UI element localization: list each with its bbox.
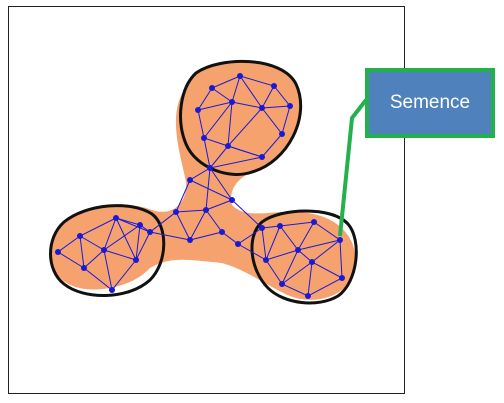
mesh-node [305,293,311,299]
mesh-node [311,219,317,225]
mesh-node [287,103,293,109]
mesh-node [203,207,209,213]
mesh-nodes [55,73,345,299]
mesh-node [277,223,283,229]
mesh-node [147,229,153,235]
mesh-node [109,287,115,293]
mesh-node [81,265,87,271]
mesh-node [229,99,235,105]
mesh-node [271,83,277,89]
mesh-node [55,249,61,255]
mesh-node [201,135,207,141]
mesh-node [209,85,215,91]
mesh-node [237,73,243,79]
mesh-node [77,233,83,239]
mesh-node [101,247,107,253]
mesh-node [229,197,235,203]
mesh-node [195,107,201,113]
semence-callout: Semence [365,68,495,138]
mesh-node [339,275,345,281]
mesh-node [187,237,193,243]
right-lobe-outline [250,209,358,305]
mesh-node [259,154,265,160]
mesh-node [309,259,315,265]
mesh-node [207,165,213,171]
mesh-node [295,247,301,253]
callout-label: Semence [389,92,471,113]
mesh-node [133,257,139,263]
left-lobe-outline [49,204,166,297]
mesh-node [259,225,265,231]
mesh-node [279,281,285,287]
mesh-node [137,222,143,228]
callout-pointer [338,98,368,237]
mesh-node [225,143,231,149]
mesh-node [235,241,241,247]
mesh-node [113,215,119,221]
top-lobe-outline [179,59,303,176]
mesh-node [219,229,225,235]
mesh-node [259,105,265,111]
mesh-node [187,177,193,183]
mesh-node [263,257,269,263]
mesh-node [337,237,343,243]
mesh-node [173,209,179,215]
mesh-node [279,131,285,137]
